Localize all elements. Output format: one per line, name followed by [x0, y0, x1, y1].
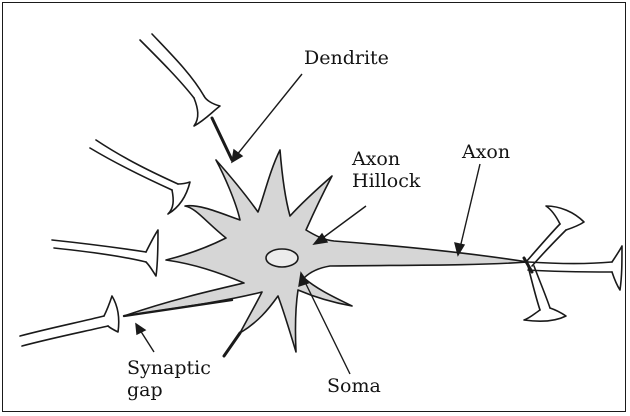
presynaptic-terminal-left [52, 230, 158, 276]
presynaptic-terminal-lower-left [20, 296, 119, 346]
axon-pointer [460, 164, 480, 248]
synaptic-gap-arrowhead [136, 324, 145, 334]
axon-terminal-upper [526, 206, 584, 266]
axon-label: Axon [462, 141, 510, 163]
axon-terminal-right [528, 246, 622, 290]
dendrite-arrowhead [232, 150, 242, 162]
axon-terminal-lower [524, 266, 566, 321]
axon-hillock-pointer [320, 206, 366, 240]
presynaptic-terminal-top [140, 34, 232, 160]
axon-hillock-label: Axon Hillock [352, 148, 420, 192]
soma-nucleus [266, 249, 298, 267]
soma-label: Soma [327, 375, 381, 397]
presynaptic-terminal-upper-left [90, 140, 190, 214]
dendrite-shadow [224, 333, 240, 356]
dendrite-pointer [236, 74, 302, 156]
neuron-cell-body [124, 150, 528, 352]
synaptic-gap-label: Synaptic gap [127, 357, 211, 401]
synaptic-gap-pointer [140, 330, 154, 352]
dendrite-label: Dendrite [304, 47, 389, 69]
